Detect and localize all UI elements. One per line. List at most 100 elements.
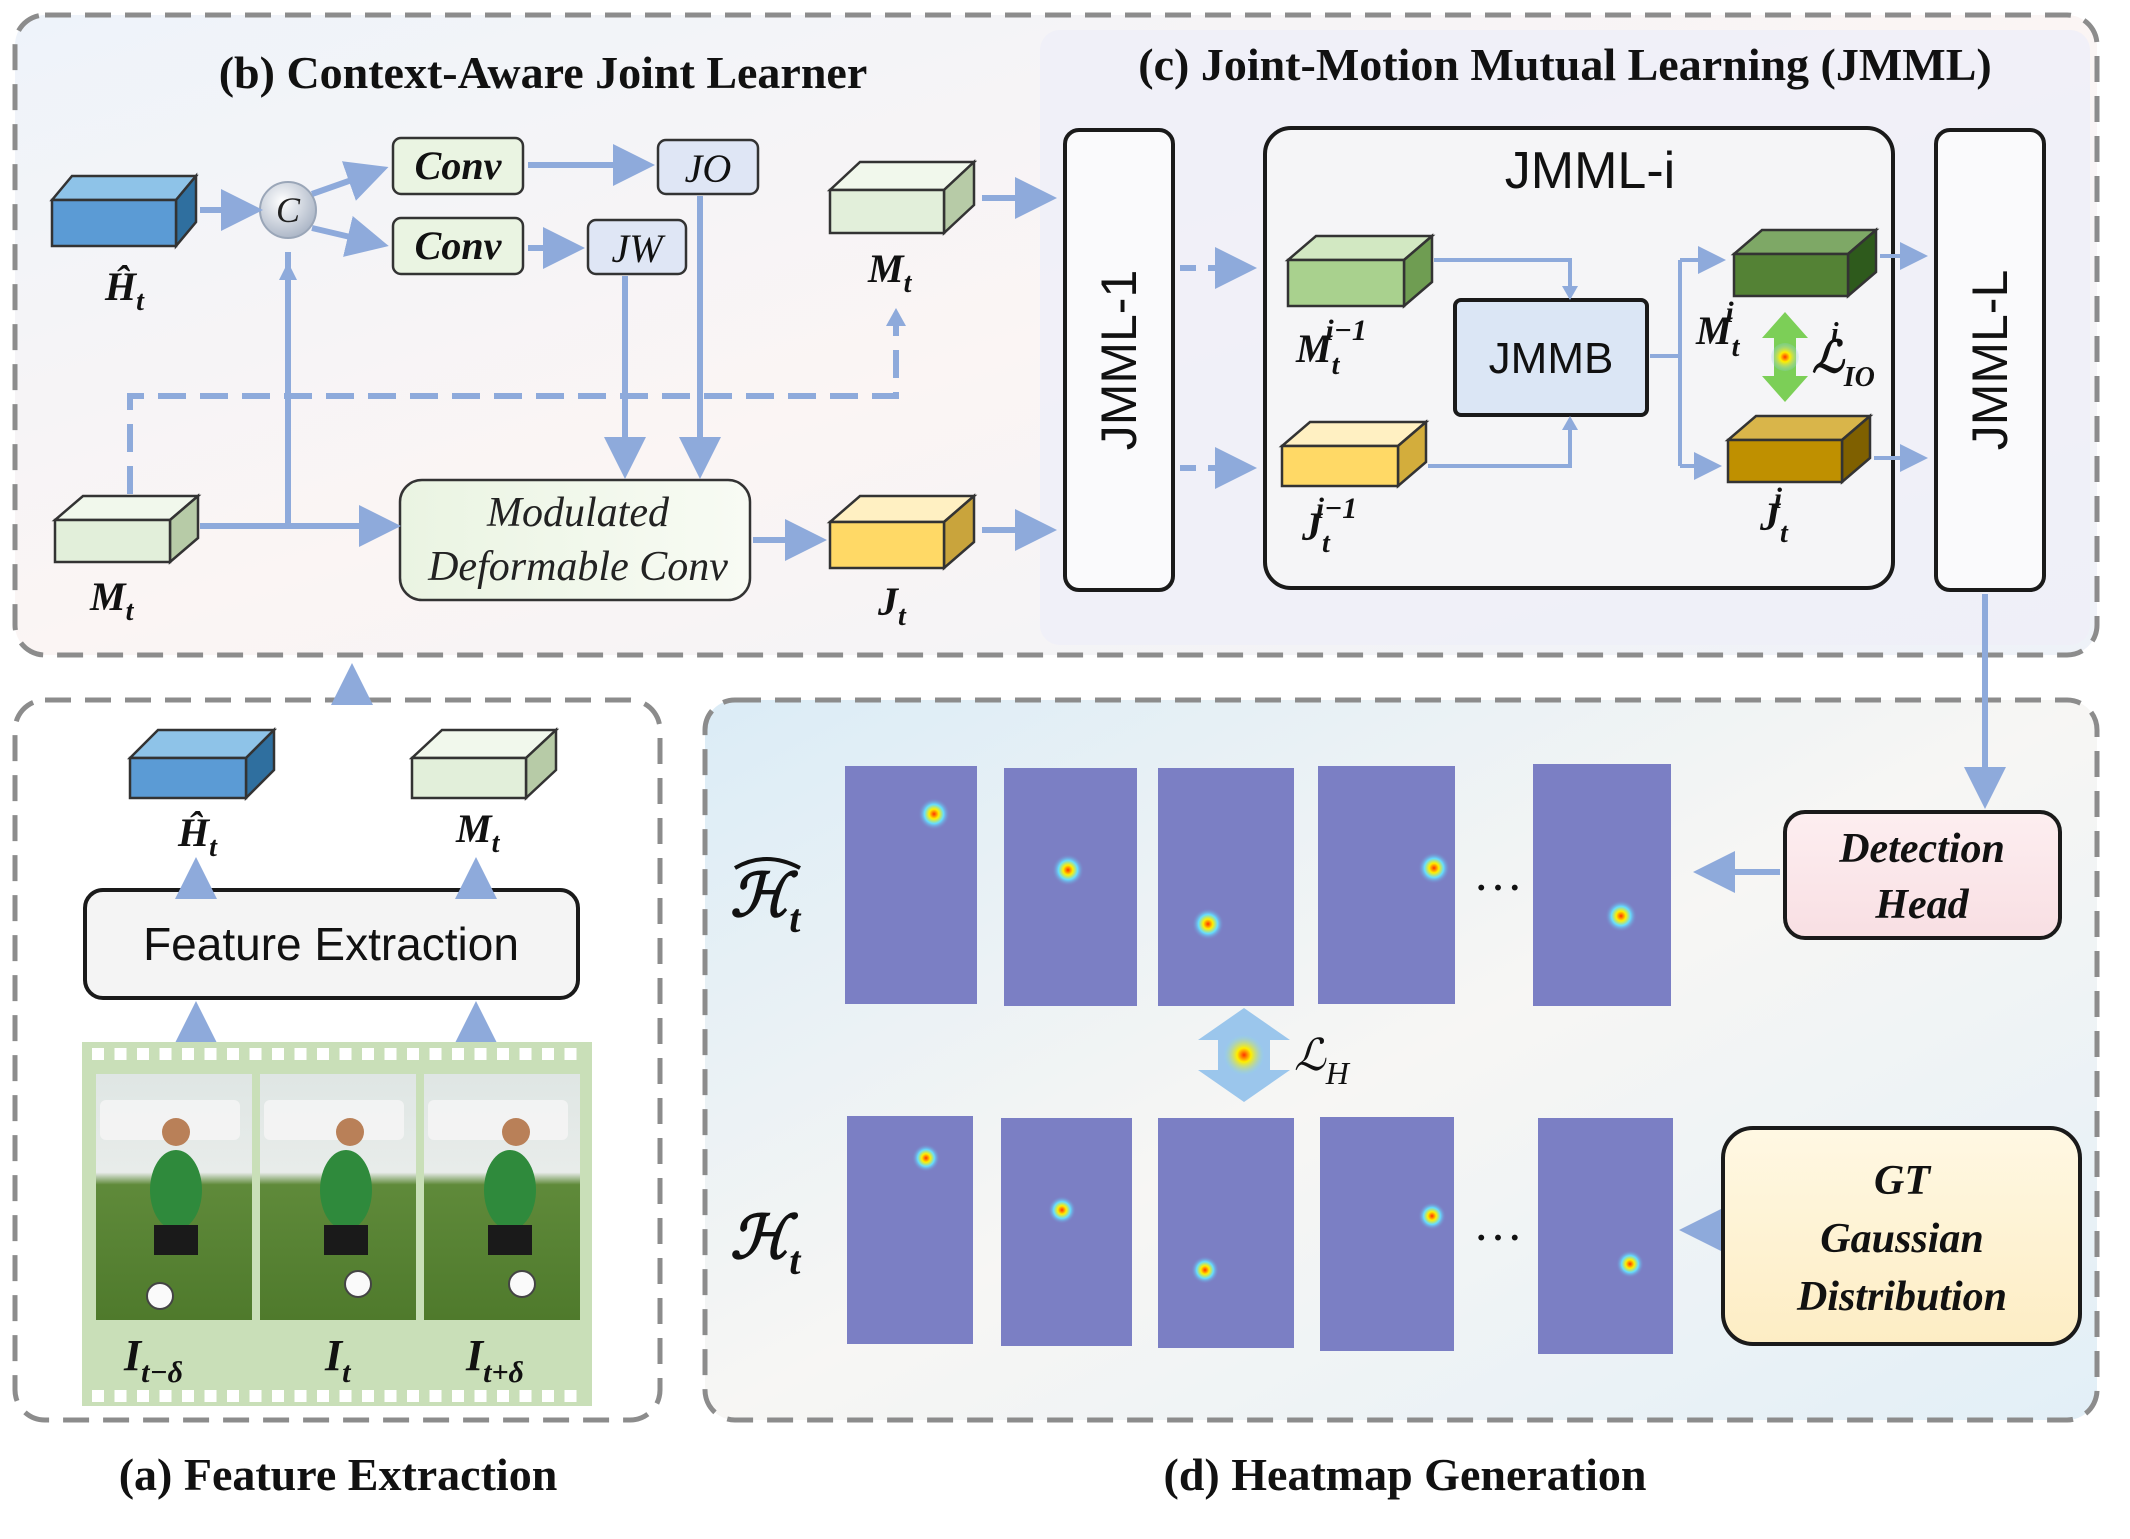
sprocket-hole <box>542 1048 554 1060</box>
panel-c-title: (c) Joint-Motion Mutual Learning (JMML) <box>1138 39 1991 90</box>
sprocket-hole <box>249 1390 262 1402</box>
sprocket-hole <box>564 1390 577 1402</box>
sprocket-hole <box>497 1390 509 1402</box>
sprocket-hole <box>362 1390 374 1402</box>
jw-box <box>586 218 688 276</box>
j-prev-cube <box>1278 419 1430 489</box>
sprocket-hole <box>137 1048 149 1060</box>
sprocket-hole <box>159 1048 172 1060</box>
sprocket-hole <box>429 1390 442 1402</box>
jmml-i-label: JMML-i <box>1505 142 1675 200</box>
h-hat-cube-a <box>126 726 278 802</box>
panel-d-title: (d) Heatmap Generation <box>1164 1449 1647 1500</box>
sprocket-hole <box>114 1048 127 1060</box>
pred-heatmap-5 <box>1533 764 1671 1006</box>
m-prev-cube <box>1284 233 1436 309</box>
j-cube <box>826 493 978 571</box>
m-left-label: Mt <box>89 574 135 627</box>
pred-heatmap-1 <box>845 766 977 1004</box>
sprocket-hole <box>407 1048 419 1060</box>
gt-line3: Distribution <box>1796 1274 2007 1320</box>
jmml-1-block <box>1063 128 1175 592</box>
sprocket-hole <box>227 1390 239 1402</box>
sprocket-hole <box>384 1048 397 1060</box>
sprocket-hole <box>272 1048 284 1060</box>
jmml-l-block <box>1934 128 2046 592</box>
gt-heatmap-1 <box>847 1116 973 1344</box>
gt-gaussian-box <box>1721 1126 2082 1346</box>
frame-current-label: It <box>324 1331 352 1389</box>
frame-prev-label: It−δ <box>123 1331 183 1389</box>
frame-prev <box>96 1074 252 1320</box>
panel-d-arrows <box>1679 851 1780 1251</box>
sprocket-hole <box>339 1048 352 1060</box>
sprocket-hole <box>294 1390 307 1402</box>
jmml-1-label: JMML-1 <box>1091 270 1147 451</box>
jmmb-label: JMMB <box>1489 334 1614 383</box>
loss-h-label: ℒH <box>1294 1031 1351 1091</box>
sprocket-hole <box>317 1048 329 1060</box>
m-cube-left <box>51 493 202 565</box>
detection-head-line1: Detection <box>1838 826 2005 872</box>
sprocket-hole <box>564 1048 577 1060</box>
sprocket-hole <box>474 1390 487 1402</box>
frame-next <box>424 1074 580 1320</box>
sprocket-hole <box>542 1390 554 1402</box>
panel-b-arrows <box>127 144 1057 705</box>
pred-ellipsis: … <box>1473 845 1523 901</box>
j-label: Jt <box>877 579 907 632</box>
gt-heatmap-2 <box>1001 1118 1132 1346</box>
sprocket-hole <box>227 1048 239 1060</box>
sprocket-hole <box>497 1048 509 1060</box>
m-cur-label: Mti <box>1695 296 1741 363</box>
gt-line1: GT <box>1874 1158 1932 1204</box>
conv-bottom-box <box>391 216 525 276</box>
ground-truth-heatmaps <box>847 1116 1673 1354</box>
sprocket-hole <box>114 1390 127 1402</box>
m-prev-label: Mti−1 <box>1295 314 1367 381</box>
gt-heatmap-4 <box>1320 1117 1454 1351</box>
sprocket-hole <box>294 1048 307 1060</box>
gt-heatmap-5 <box>1538 1118 1673 1354</box>
sprocket-hole <box>384 1390 397 1402</box>
predicted-heatmaps <box>845 764 1671 1006</box>
detection-head-line2: Head <box>1874 882 1969 928</box>
jo-box <box>656 138 760 196</box>
loss-io-arrow <box>1762 312 1808 402</box>
m-top-label: Mt <box>867 246 913 299</box>
panel-b-title: (b) Context-Aware Joint Learner <box>219 47 868 98</box>
sprocket-hole <box>452 1048 464 1060</box>
j-cur-cube <box>1724 413 1874 485</box>
frame-current <box>260 1074 416 1320</box>
jo-label: JO <box>685 146 732 191</box>
sprocket-hole <box>272 1390 284 1402</box>
video-film-strip: It−δ It It+δ <box>82 1042 592 1406</box>
gt-ellipsis: … <box>1473 1195 1523 1251</box>
m-a-label: Mt <box>455 806 501 859</box>
gt-line2: Gaussian <box>1820 1216 1983 1262</box>
pred-heatmap-label: ℋt <box>730 863 802 941</box>
sprocket-hole <box>137 1390 149 1402</box>
detection-head-box <box>1783 810 2062 940</box>
sprocket-hole <box>92 1048 104 1060</box>
loss-io-label: ℒIOi <box>1812 318 1875 393</box>
sprocket-hole <box>519 1390 532 1402</box>
sprocket-hole <box>204 1048 217 1060</box>
sprocket-hole <box>429 1048 442 1060</box>
jmmb-box <box>1453 298 1649 417</box>
sprocket-hole <box>519 1048 532 1060</box>
sprocket-hole <box>204 1390 217 1402</box>
feature-extraction-box <box>83 888 580 1000</box>
sprocket-hole <box>474 1048 487 1060</box>
sprocket-hole <box>362 1048 374 1060</box>
h-hat-label: Ĥt <box>104 264 145 317</box>
sprocket-hole <box>339 1390 352 1402</box>
m-cube-a <box>408 727 560 801</box>
conv-bottom-label: Conv <box>415 223 503 268</box>
concat-label: C <box>276 190 301 230</box>
gt-heatmap-3 <box>1158 1118 1294 1348</box>
panel-a-arrows <box>175 857 497 1043</box>
pred-heatmap-3 <box>1158 768 1294 1006</box>
sprocket-hole <box>452 1390 464 1402</box>
